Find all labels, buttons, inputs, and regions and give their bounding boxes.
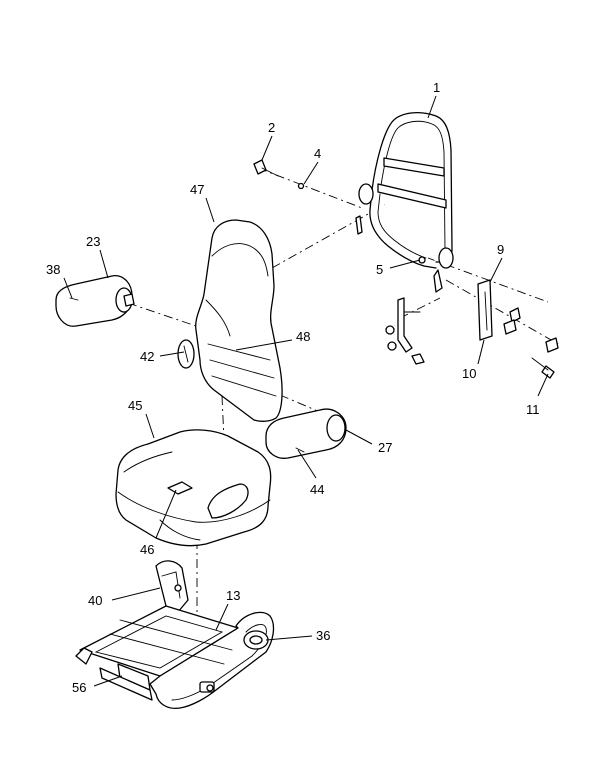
callout-40: 40: [88, 593, 102, 608]
callout-9: 9: [497, 242, 504, 257]
callout-5: 5: [376, 262, 383, 277]
seat-back-cushion: [177, 219, 283, 422]
callout-13: 13: [226, 588, 240, 603]
callout-36: 36: [316, 628, 330, 643]
callout-4: 4: [314, 146, 321, 161]
callout-1: 1: [433, 80, 440, 95]
callout-44: 44: [310, 482, 324, 497]
leader-lines: [63, 95, 549, 687]
left-armrest: [55, 275, 135, 327]
callout-47: 47: [190, 182, 204, 197]
callout-45: 45: [128, 398, 142, 413]
latch-linkage: [385, 297, 425, 365]
seat-base-frame: [75, 560, 275, 710]
seat-cushion: [115, 429, 272, 547]
backrest-frame: [355, 111, 454, 293]
right-armrest: [265, 408, 347, 459]
callout-23: 23: [86, 234, 100, 249]
callout-10: 10: [462, 366, 476, 381]
mounting-bracket-and-bolts: [477, 279, 559, 379]
callout-46: 46: [140, 542, 154, 557]
screw-and-washer: [253, 159, 305, 190]
callout-38: 38: [46, 262, 60, 277]
callout-48: 48: [296, 329, 310, 344]
callout-56: 56: [72, 680, 86, 695]
callout-27: 27: [378, 440, 392, 455]
callouts: 1 2 4 47 23 38 9 5 10 11 42 48 45 27 44 …: [46, 80, 540, 695]
callout-2: 2: [268, 120, 275, 135]
callout-42: 42: [140, 349, 154, 364]
callout-11: 11: [526, 402, 540, 417]
